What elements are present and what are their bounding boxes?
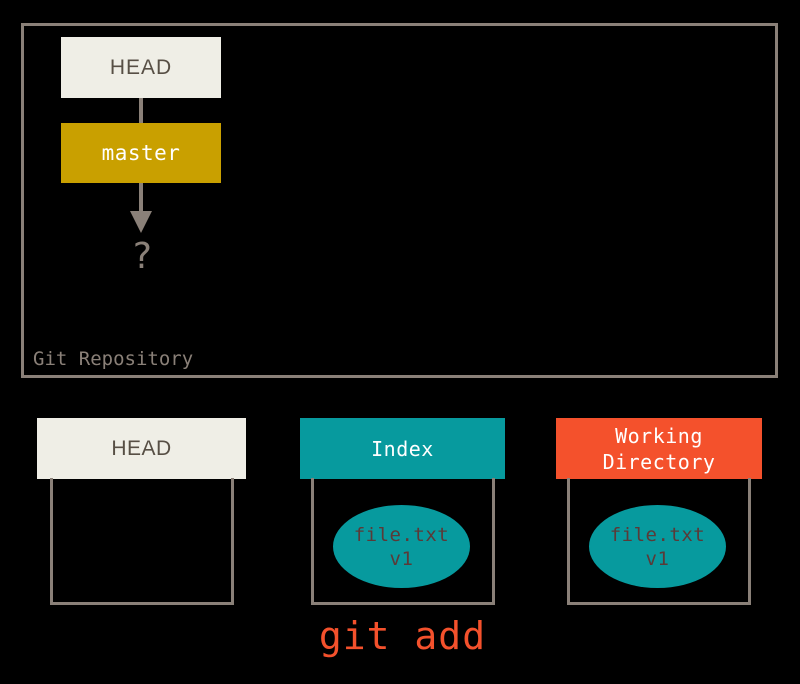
index-area-body (311, 478, 495, 605)
index-file-name: file.txt (353, 523, 450, 546)
index-area-label: Index (371, 436, 434, 461)
index-area-header: Index (300, 418, 505, 479)
working-directory-file-name: file.txt (609, 523, 706, 546)
git-repository-label: Git Repository (33, 348, 194, 370)
head-to-master-connector (139, 98, 143, 123)
git-command-caption: git add (318, 614, 487, 658)
head-area-header: HEAD (37, 418, 246, 479)
working-directory-file-blob: file.txt v1 (589, 505, 726, 588)
working-directory-file-version: v1 (645, 547, 670, 570)
commit-placeholder-question-mark: ? (131, 236, 153, 277)
repo-head-box: HEAD (61, 37, 221, 98)
working-directory-area-label: Working Directory (602, 423, 716, 474)
repo-master-box: master (61, 123, 221, 183)
index-file-blob: file.txt v1 (333, 505, 470, 588)
head-area-label: HEAD (111, 436, 172, 460)
index-file-version: v1 (389, 547, 414, 570)
working-directory-area-body (567, 478, 751, 605)
repo-master-label: master (101, 141, 181, 165)
master-to-commit-arrow-head-icon (130, 211, 152, 233)
working-directory-area-header: Working Directory (556, 418, 762, 479)
git-repository-frame (21, 23, 778, 378)
master-to-commit-arrow-shaft (139, 183, 143, 215)
head-area-body (50, 478, 234, 605)
repo-head-label: HEAD (109, 55, 173, 79)
